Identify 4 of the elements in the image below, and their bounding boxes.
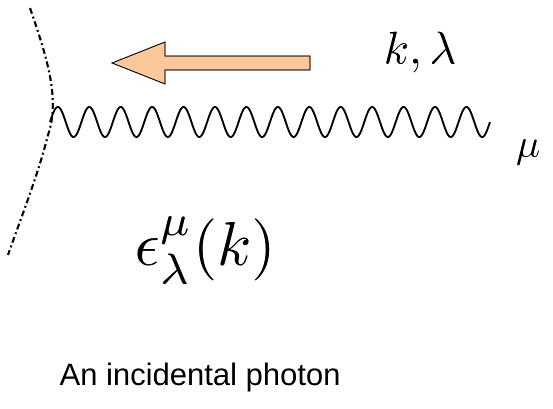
- momentum-label: $k,\lambda$: [386, 32, 455, 72]
- caption: An incidental photon: [60, 362, 338, 392]
- polarization-formula: $\epsilon^{\mu}_{\lambda}(k)$: [138, 216, 270, 284]
- index-label: $\mu$: [517, 139, 539, 166]
